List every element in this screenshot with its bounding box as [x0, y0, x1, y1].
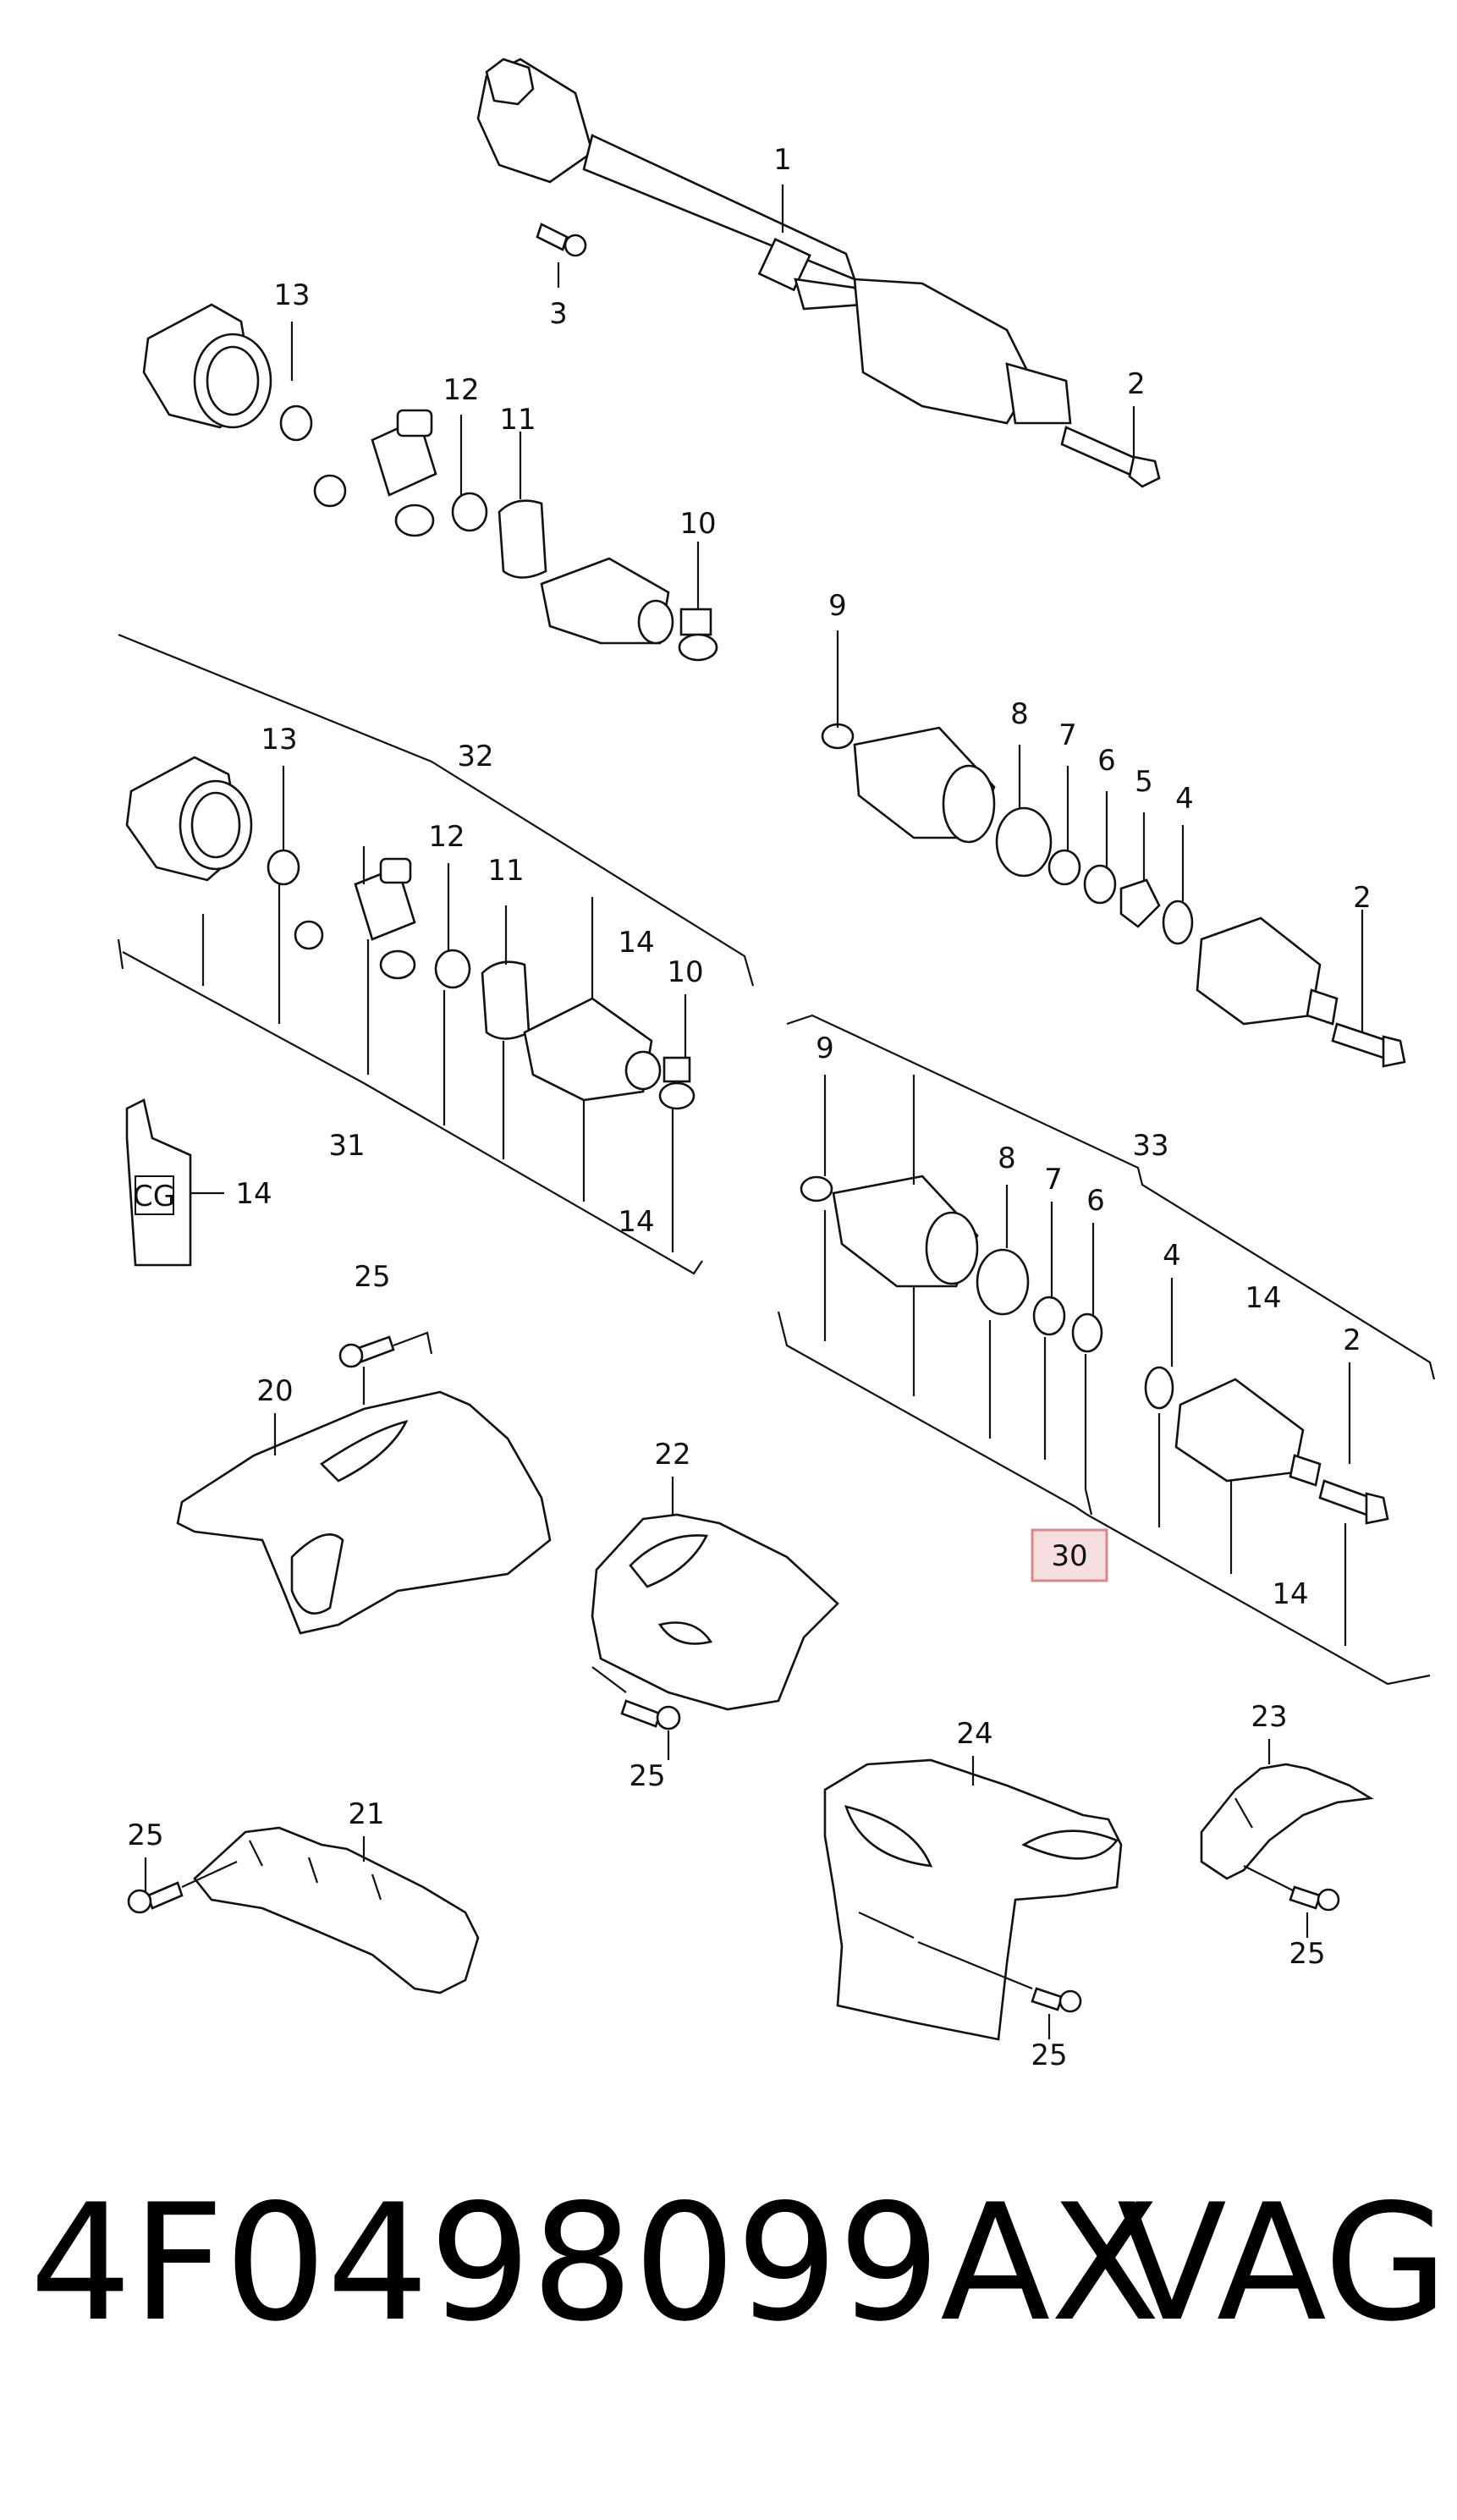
callout-21: 21: [348, 1797, 384, 1831]
callout-32: 32: [457, 740, 493, 773]
brand-name: VAG: [1117, 2170, 1449, 2357]
heat-shield-21: [193, 1826, 480, 1995]
callout-9: 9: [828, 589, 847, 623]
highlight-callout-30: 30: [1031, 1528, 1108, 1582]
callout-22: 22: [654, 1438, 690, 1472]
callout-13: 13: [273, 278, 310, 312]
kit-30-33: [777, 1014, 1436, 1686]
bolt-25-c: [127, 1861, 238, 1914]
callout-labels: 1 2 3 13 12 11 10 9 8 7 6 5 4 2 13 32 12…: [127, 143, 1371, 2072]
leader-lines: [144, 184, 1364, 2039]
callout-14: 14: [1272, 1577, 1308, 1611]
heat-shield-20: [176, 1367, 552, 1635]
callout-5: 5: [1135, 765, 1153, 799]
callout-24: 24: [956, 1717, 992, 1751]
bolt-25-e: [1243, 1865, 1340, 1912]
callout-9: 9: [816, 1032, 834, 1065]
callout-4: 4: [1163, 1239, 1181, 1273]
callout-13: 13: [261, 723, 297, 757]
callout-7: 7: [1044, 1163, 1063, 1197]
drive-shaft-assembly: [476, 58, 1161, 488]
callout-14: 14: [618, 1205, 654, 1239]
part-number: 4F0498099AX: [30, 2170, 1161, 2357]
callout-12: 12: [443, 373, 479, 407]
bolt-25-a: [338, 1331, 433, 1368]
callout-25: 25: [127, 1818, 163, 1852]
callout-12: 12: [428, 820, 465, 854]
part-caption: 4F0498099AX VAG: [30, 2170, 1449, 2357]
callout-6: 6: [1097, 744, 1116, 778]
callout-31: 31: [328, 1129, 365, 1163]
callout-25: 25: [629, 1759, 665, 1793]
callout-14: 14: [618, 926, 654, 960]
callout-10: 10: [667, 955, 703, 989]
tube-label: CG: [133, 1180, 175, 1213]
callout-3: 3: [549, 297, 568, 331]
callout-8: 8: [998, 1142, 1016, 1175]
callout-25: 25: [1031, 2039, 1067, 2072]
callout-14: 14: [1245, 1281, 1281, 1315]
callout-7: 7: [1058, 718, 1077, 752]
callout-20: 20: [256, 1374, 293, 1408]
callout-4: 4: [1175, 782, 1194, 816]
callout-33: 33: [1132, 1129, 1168, 1163]
callout-6: 6: [1086, 1184, 1105, 1218]
callout-11: 11: [499, 403, 536, 437]
heat-shield-22: [591, 1513, 839, 1711]
kit-31-32: [117, 633, 755, 1275]
bolt-25-d: [917, 1940, 1082, 2013]
callout-23: 23: [1251, 1700, 1287, 1734]
callout-2: 2: [1353, 881, 1372, 915]
heat-shield-24: [823, 1758, 1123, 2041]
callout-2: 2: [1127, 367, 1146, 401]
callout-10: 10: [679, 507, 716, 541]
callout-8: 8: [1010, 697, 1029, 731]
bolt-25-b: [591, 1666, 681, 1730]
callout-1: 1: [773, 143, 792, 177]
callout-2: 2: [1343, 1323, 1361, 1357]
callout-11: 11: [487, 854, 524, 888]
heat-shield-23: [1200, 1763, 1374, 1880]
callout-25: 25: [354, 1260, 390, 1294]
callout-14: 14: [235, 1177, 272, 1211]
right-upper-kit: [821, 723, 1406, 1068]
bolt-part-3: [536, 223, 587, 257]
callout-30: 30: [1051, 1539, 1087, 1573]
upper-joint-kit: [142, 303, 718, 662]
grease-tube: CG: [125, 1098, 224, 1267]
callout-25: 25: [1289, 1937, 1325, 1971]
